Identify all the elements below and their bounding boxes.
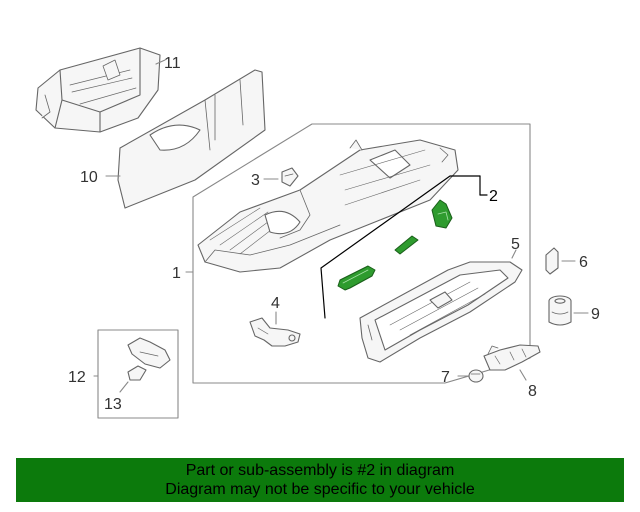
callout-2: 2 xyxy=(489,188,498,205)
part-5-glove-box-door[interactable] xyxy=(359,261,523,363)
part-2-latch-rod[interactable] xyxy=(394,235,419,255)
callout-10: 10 xyxy=(80,169,98,186)
part-6-cover[interactable] xyxy=(545,247,559,275)
parts-diagram: 11 10 3 2 5 1 6 4 9 12 7 13 8 xyxy=(35,47,600,419)
part-10-trim-panel[interactable] xyxy=(117,69,266,209)
banner-line-part-number: Part or sub-assembly is #2 in diagram xyxy=(185,462,455,479)
part-1-glove-box-housing[interactable] xyxy=(197,139,459,273)
part-4-hinge-bracket[interactable] xyxy=(249,317,301,347)
part-7-push-pin[interactable] xyxy=(468,369,484,383)
callout-7: 7 xyxy=(441,369,450,386)
callout-5: 5 xyxy=(511,236,520,253)
part-2-callout-box xyxy=(320,175,488,319)
part-13-bulb[interactable] xyxy=(127,365,147,381)
callout-1: 1 xyxy=(172,265,181,282)
sub-assembly-box-12 xyxy=(97,329,179,419)
part-2-latch-handle[interactable] xyxy=(337,265,376,291)
callout-12: 12 xyxy=(68,369,86,386)
part-2-latch-assembly[interactable] xyxy=(337,199,453,291)
part-8-striker-plate[interactable] xyxy=(483,344,541,371)
part-11-bracket[interactable] xyxy=(35,47,161,133)
callout-9: 9 xyxy=(591,306,600,323)
part-9-lock-cylinder[interactable] xyxy=(548,295,572,326)
banner-line-disclaimer: Diagram may not be specific to your vehi… xyxy=(165,481,475,498)
part-3-clip[interactable] xyxy=(281,167,299,187)
callout-3: 3 xyxy=(251,172,260,189)
info-banner: Part or sub-assembly is #2 in diagram Di… xyxy=(16,458,624,502)
callout-8: 8 xyxy=(528,383,537,400)
callout-6: 6 xyxy=(579,254,588,271)
callout-4: 4 xyxy=(271,295,280,312)
part-2-latch-striker[interactable] xyxy=(431,199,453,229)
callout-13: 13 xyxy=(104,396,122,413)
callout-11: 11 xyxy=(164,55,181,72)
part-12-bulb-housing[interactable] xyxy=(127,337,171,369)
